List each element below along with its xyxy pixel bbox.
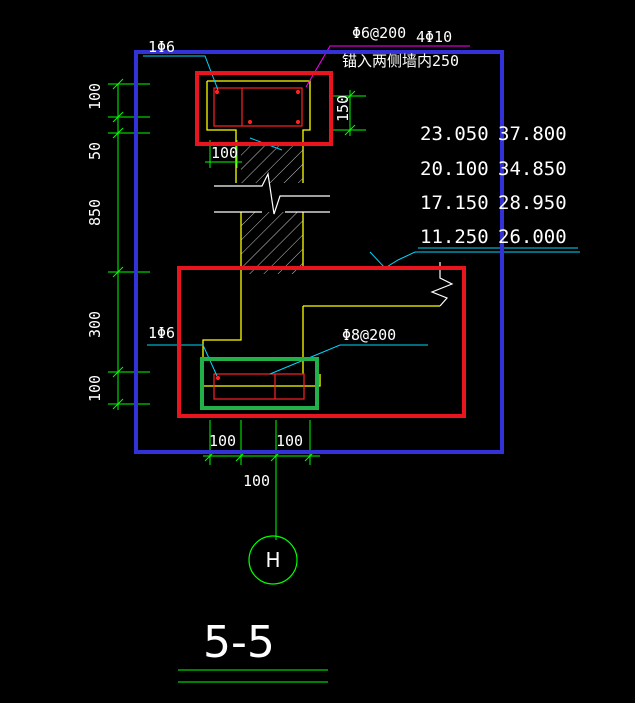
dim-vertical-850: 850 [86, 199, 104, 226]
dim-bottom-below-100: 100 [243, 472, 270, 490]
section-title: 5-5 [203, 617, 275, 668]
leader-lines [143, 55, 580, 377]
dim-vertical-300: 300 [86, 311, 104, 338]
label-top-note: 锚入两侧墙内250 [342, 52, 459, 70]
dim-bottom-left-100: 100 [209, 432, 236, 450]
label-bottom-rebar-left: 1Φ6 [148, 324, 175, 342]
dim-vertical-50: 50 [86, 142, 104, 160]
rebar-top [213, 87, 303, 127]
dimension-lines-left [108, 78, 150, 410]
title-underline [178, 669, 328, 683]
highlight-box-red-bottom [177, 266, 466, 418]
wall-hatch-upper [241, 143, 303, 183]
elevation-left-2: 20.100 [420, 158, 489, 180]
highlight-box-red-top [195, 71, 333, 146]
break-line-wall [214, 172, 330, 215]
dim-vertical-100-bottom: 100 [86, 375, 104, 402]
elevation-right-1: 37.800 [498, 123, 567, 145]
wall-hatch-lower [241, 212, 303, 274]
dim-vertical-100-top: 100 [86, 83, 104, 110]
dim-top-100: 100 [211, 144, 238, 162]
highlight-box-blue [134, 50, 504, 454]
elevation-left-3: 17.150 [420, 192, 489, 214]
elevation-right-3: 28.950 [498, 192, 567, 214]
elevation-right-4: 26.000 [498, 226, 567, 248]
break-line-slab [430, 262, 454, 307]
axis-bubble [248, 535, 298, 585]
label-top-rebar-left: 1Φ6 [148, 38, 175, 56]
rebar-bottom [213, 373, 305, 400]
label-bottom-stirrup: Φ8@200 [342, 326, 396, 344]
dim-top-right-150: 150 [334, 95, 352, 122]
elevation-left-1: 23.050 [420, 123, 489, 145]
label-top-stirrup: Φ6@200 [352, 24, 406, 42]
label-top-rebar-right: 4Φ10 [416, 28, 452, 46]
elevation-right-2: 34.850 [498, 158, 567, 180]
dim-bottom-right-100: 100 [276, 432, 303, 450]
highlight-box-green [200, 357, 319, 410]
axis-label: H [265, 548, 280, 572]
dimension-lines-bottom [203, 420, 320, 540]
elevation-left-4: 11.250 [420, 226, 489, 248]
